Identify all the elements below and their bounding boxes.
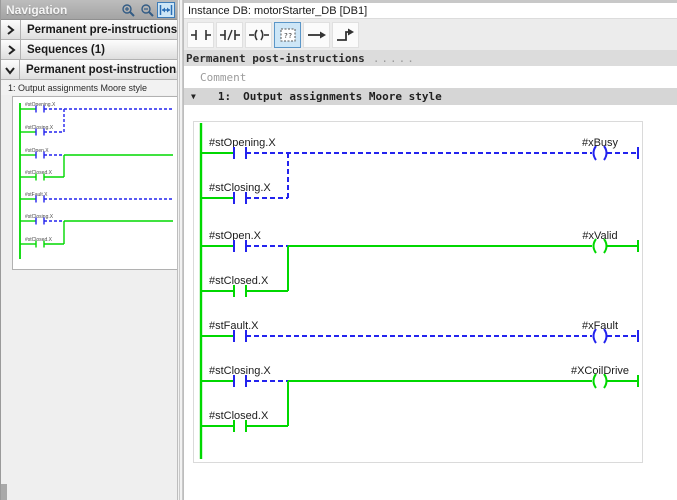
instance-db-label: Instance DB: motorStarter_DB [DB1]	[184, 3, 677, 18]
sidebar-item-permanent-pre-instructions[interactable]: Permanent pre-instructions	[1, 20, 177, 40]
nav-scrollbar-corner	[1, 484, 7, 500]
network-title-bar[interactable]: ▼ 1: Output assignments Moore style	[184, 88, 677, 105]
sidebar-item-permanent-post-instructions[interactable]: Permanent post-instruction...	[1, 60, 177, 80]
zoom-out-icon[interactable]	[138, 2, 156, 18]
svg-text:#XCoilDrive: #XCoilDrive	[571, 365, 629, 377]
svg-text:#stClosed.X: #stClosed.X	[25, 237, 53, 243]
svg-text:#stOpen.X: #stOpen.X	[25, 148, 49, 154]
svg-text:#stFault.X: #stFault.X	[209, 320, 259, 332]
network-thumbnail-preview[interactable]: #stOpening.X #stClosing.X #stOpen.X #stClos…	[12, 96, 178, 270]
section-label: Permanent post-instruction...	[25, 63, 177, 76]
svg-text:#stClosing.X: #stClosing.X	[25, 214, 54, 220]
svg-text:#stClosing.X: #stClosing.X	[209, 182, 271, 194]
svg-text:#xValid: #xValid	[582, 230, 617, 242]
section-header-dots: .....	[372, 51, 416, 65]
network-number: 1:	[217, 90, 232, 103]
sidebar-item-sequences[interactable]: Sequences (1)	[1, 40, 177, 60]
section-label: Sequences (1)	[27, 43, 105, 56]
chevron-down-icon	[1, 60, 20, 79]
section-label: Permanent pre-instructions	[26, 23, 177, 36]
section-header-title: Permanent post-instructions	[186, 51, 365, 65]
no-contact-button[interactable]	[187, 21, 214, 48]
ladder-network-canvas[interactable]: #stOpening.X #xBusy #stClosing.X #stOpen.X #…	[193, 121, 643, 463]
editor-top-edge	[184, 0, 677, 3]
lad-toolbar: ??	[184, 18, 677, 50]
nc-contact-button[interactable]	[216, 21, 243, 48]
svg-text:#stOpening.X: #stOpening.X	[209, 137, 276, 149]
comment-field[interactable]: Comment	[184, 66, 677, 88]
navigation-title: Navigation	[6, 2, 68, 17]
svg-text:#stFault.X: #stFault.X	[25, 192, 48, 198]
chevron-right-icon	[1, 40, 21, 59]
permanent-post-instructions-header: Permanent post-instructions .....	[184, 50, 677, 66]
ladder-diagram: #stOpening.X #xBusy #stClosing.X #stOpen.X #…	[199, 123, 639, 459]
coil-button[interactable]	[245, 21, 272, 48]
svg-text:#xFault: #xFault	[582, 320, 618, 332]
zoom-in-icon[interactable]	[119, 2, 137, 18]
collapse-triangle-icon[interactable]: ▼	[191, 92, 196, 101]
network-title: Output assignments Moore style	[243, 90, 442, 103]
svg-text:#stClosed.X: #stClosed.X	[209, 410, 269, 422]
svg-text:#xBusy: #xBusy	[582, 137, 619, 149]
network-thumbnail-label[interactable]: 1: Output assignments Moore style	[1, 80, 177, 95]
navigation-panel: Navigation Permanent pre-instructions Se…	[0, 0, 178, 500]
svg-text:#stOpen.X: #stOpen.X	[209, 230, 262, 242]
ladder-gap	[184, 105, 677, 121]
svg-text:#stOpening.X: #stOpening.X	[25, 102, 56, 108]
lad-editor-panel: Instance DB: motorStarter_DB [DB1] ?? Pe	[184, 0, 677, 500]
svg-text:#stClosed.X: #stClosed.X	[25, 170, 53, 176]
svg-text:??: ??	[283, 32, 291, 40]
chevron-right-icon	[1, 20, 21, 39]
navigation-header: Navigation	[1, 0, 177, 20]
fit-width-icon[interactable]	[157, 1, 175, 18]
empty-box-button[interactable]: ??	[274, 21, 301, 48]
svg-text:#stClosing.X: #stClosing.X	[25, 125, 54, 131]
thumbnail-ladder-diagram: #stOpening.X #stClosing.X #stOpen.X #stClos…	[19, 102, 173, 259]
open-branch-button[interactable]	[303, 21, 330, 48]
close-branch-button[interactable]	[332, 21, 359, 48]
svg-text:#stClosed.X: #stClosed.X	[209, 275, 269, 287]
svg-text:#stClosing.X: #stClosing.X	[209, 365, 271, 377]
panel-splitter[interactable]	[177, 0, 184, 500]
comment-placeholder: Comment	[200, 70, 247, 84]
